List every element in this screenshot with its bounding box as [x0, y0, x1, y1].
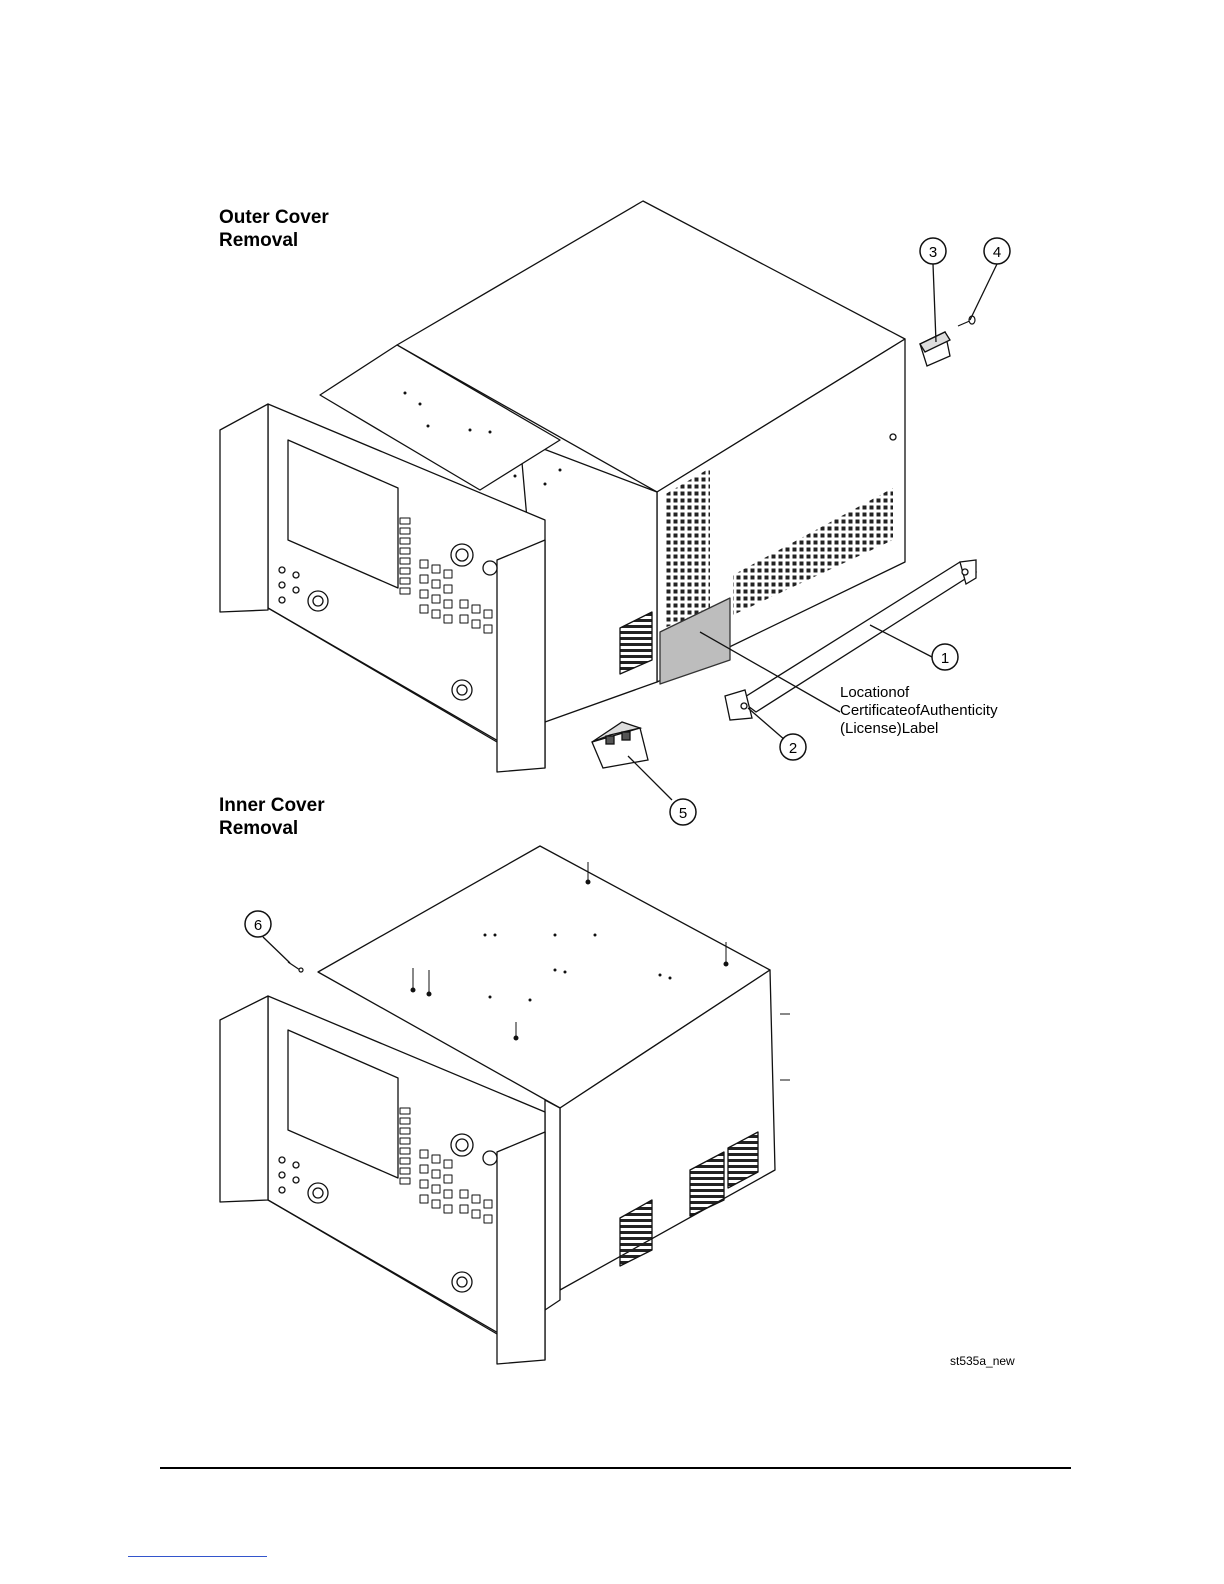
outer-front-bezel-left	[220, 404, 268, 612]
outer-port-connector-1-inner	[313, 596, 323, 606]
callout-number-5: 5	[679, 805, 687, 822]
front-bumper-slot-1	[606, 736, 614, 744]
leader-line-3	[933, 264, 936, 342]
license-label-line2: CertificateofAuthenticity	[840, 702, 998, 720]
license-label-line1: Locationof	[840, 684, 998, 702]
callout-number-1: 1	[941, 650, 949, 667]
callout-number-2: 2	[789, 740, 797, 757]
leader-line-1	[870, 625, 932, 657]
inner-port-connector-1-inner	[313, 1188, 323, 1198]
outer-handle-right	[497, 540, 545, 772]
callout-number-6: 6	[254, 917, 262, 934]
outer-rotary-knob-center	[456, 549, 468, 561]
strap-handle-hole-right	[962, 569, 968, 575]
callout-marker-3: 3	[920, 238, 946, 264]
outer-port-connector-2-inner	[457, 685, 467, 695]
front-bumper-body	[592, 728, 648, 768]
front-bumper-slot-2	[622, 732, 630, 740]
rear-foot-screw	[958, 316, 975, 326]
callout-marker-6: 6	[245, 911, 271, 937]
outer-screw-hole	[890, 434, 896, 440]
callout-number-4: 4	[993, 244, 1001, 261]
inner-rotary-knob-center	[456, 1139, 468, 1151]
callout-marker-4: 4	[984, 238, 1010, 264]
license-label-callout: Locationof CertificateofAuthenticity (Li…	[840, 684, 998, 738]
rear-foot-part	[920, 332, 950, 366]
inner-chassis-face	[545, 1100, 560, 1310]
footer-rule	[160, 1467, 1071, 1469]
strap-handle-hole-left	[741, 703, 747, 709]
inner-port-connector-2-inner	[457, 1277, 467, 1287]
callout-marker-2: 2	[780, 734, 806, 760]
callout-marker-5: 5	[670, 799, 696, 825]
callout-marker-1: 1	[932, 644, 958, 670]
inner-front-screw	[288, 962, 303, 972]
outer-vent-left	[664, 468, 710, 628]
outer-arrow-keys	[483, 561, 497, 575]
front-bumper-part	[592, 722, 648, 768]
inner-handle-right	[497, 1132, 545, 1364]
footer-link-underline[interactable]	[128, 1556, 267, 1557]
leader-line-6	[263, 937, 290, 963]
license-label-line3: (License)Label	[840, 720, 998, 738]
callout-number-3: 3	[929, 244, 937, 261]
figure-id: st535a_new	[950, 1354, 1015, 1368]
leader-line-4	[970, 264, 997, 320]
inner-arrow-keys	[483, 1151, 497, 1165]
inner-front-bezel-left	[220, 996, 268, 1202]
leader-line-5	[628, 756, 672, 800]
